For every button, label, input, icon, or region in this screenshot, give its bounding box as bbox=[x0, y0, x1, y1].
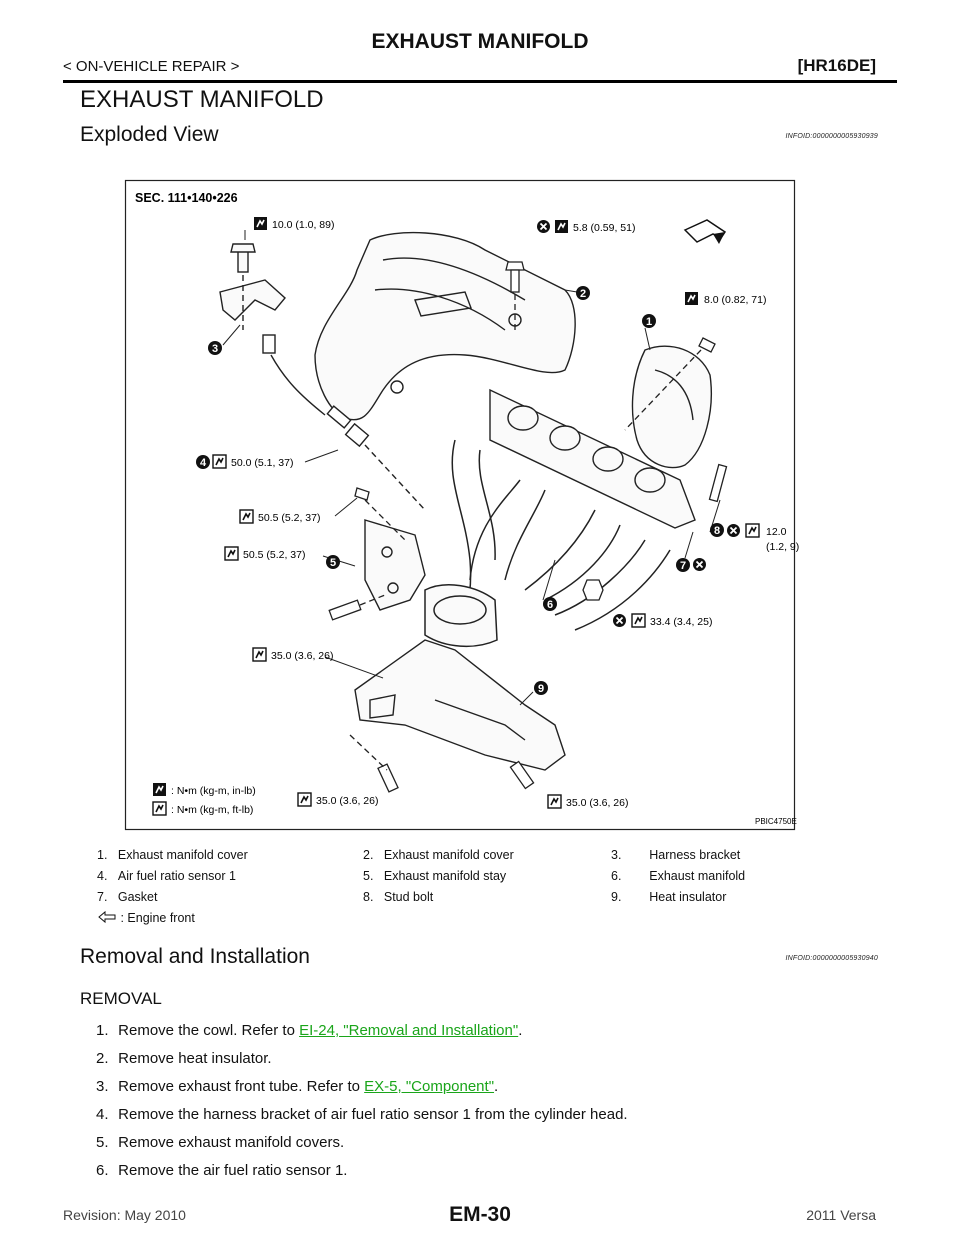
callout-5: 5 bbox=[326, 555, 340, 569]
callout-4: 4 bbox=[196, 455, 210, 469]
svg-text:6: 6 bbox=[547, 599, 553, 611]
torque-t3: 8.0 (0.82, 71) bbox=[684, 291, 766, 306]
gasket bbox=[489, 388, 696, 529]
callout-2: 2 bbox=[576, 286, 590, 300]
exploded-view-figure: SEC. 111•140•226 bbox=[124, 179, 799, 831]
bolt-9b bbox=[509, 760, 535, 790]
torque-t6: 50.5 (5.2, 37) bbox=[224, 546, 305, 561]
legend-item-4: 4. Air fuel ratio sensor 1 bbox=[97, 869, 236, 883]
svg-text:: N•m (kg-m, in-lb): : N•m (kg-m, in-lb) bbox=[171, 785, 256, 797]
torque-t5: 50.5 (5.2, 37) bbox=[239, 509, 320, 524]
torque-t10: 35.0 (3.6, 26) bbox=[297, 792, 378, 807]
svg-text:35.0 (3.6, 26): 35.0 (3.6, 26) bbox=[566, 797, 628, 809]
legend-item-7: 7. Gasket bbox=[97, 890, 158, 904]
torque-t11: 35.0 (3.6, 26) bbox=[547, 794, 628, 809]
removal-installation-heading: Removal and Installation bbox=[80, 945, 310, 968]
harness-bracket bbox=[219, 243, 286, 330]
torque-t1: 10.0 (1.0, 89) bbox=[253, 216, 334, 231]
nut-33 bbox=[582, 579, 604, 601]
step-2: 2. Remove heat insulator. bbox=[96, 1050, 272, 1067]
step-4: 4. Remove the harness bracket of air fue… bbox=[96, 1106, 628, 1123]
step-5: 5. Remove exhaust manifold covers. bbox=[96, 1134, 345, 1151]
legend-item-9: 9. Heat insulator bbox=[611, 890, 727, 904]
legend-item-3: 3. Harness bracket bbox=[611, 848, 741, 862]
bolt-1 bbox=[624, 337, 716, 431]
footer-model: 2011 Versa bbox=[806, 1207, 876, 1223]
svg-text:5.8 (0.59, 51): 5.8 (0.59, 51) bbox=[573, 222, 635, 234]
engine-front-arrow-icon bbox=[98, 910, 116, 924]
figure-sec-label: SEC. 111•140•226 bbox=[135, 191, 238, 205]
air-fuel-ratio-sensor bbox=[262, 334, 426, 511]
callout-8: 8 bbox=[710, 523, 724, 537]
svg-text:8: 8 bbox=[714, 525, 720, 537]
bolt-5b bbox=[328, 594, 386, 621]
svg-text:2: 2 bbox=[580, 288, 586, 300]
callout-9: 9 bbox=[534, 681, 548, 695]
legend-front: : Engine front bbox=[97, 910, 195, 925]
svg-text:50.0 (5.1, 37): 50.0 (5.1, 37) bbox=[231, 457, 293, 469]
svg-text:: N•m (kg-m, ft-lb): : N•m (kg-m, ft-lb) bbox=[171, 804, 253, 816]
exhaust-manifold bbox=[424, 439, 671, 648]
step-1: 1. Remove the cowl. Refer to EI-24, "Rem… bbox=[96, 1022, 523, 1039]
link-ei-24[interactable]: EI-24, "Removal and Installation" bbox=[299, 1022, 519, 1039]
legend-item-6: 6. Exhaust manifold bbox=[611, 869, 746, 883]
torque-t7: 12.0 (1.2, 9) bbox=[726, 523, 799, 553]
svg-text:33.4 (3.4, 25): 33.4 (3.4, 25) bbox=[650, 616, 712, 628]
step-6: 6. Remove the air fuel ratio sensor 1. bbox=[96, 1162, 348, 1179]
step-3: 3. Remove exhaust front tube. Refer to E… bbox=[96, 1078, 499, 1095]
exhaust-manifold-stay bbox=[364, 519, 426, 611]
heat-insulator bbox=[354, 639, 566, 771]
torque-t9: 35.0 (3.6, 26) bbox=[252, 647, 333, 662]
callout-6: 6 bbox=[543, 597, 557, 611]
legend-item-1: 1. Exhaust manifold cover bbox=[97, 848, 248, 862]
bolt-2 bbox=[505, 261, 525, 330]
callout-7: 7 bbox=[676, 558, 690, 572]
torque-t8: 33.4 (3.4, 25) bbox=[612, 613, 712, 628]
svg-text:1: 1 bbox=[646, 316, 652, 328]
removal-subheading: REMOVAL bbox=[80, 989, 162, 1008]
footer-revision: Revision: May 2010 bbox=[63, 1207, 186, 1223]
svg-text:7: 7 bbox=[680, 560, 686, 572]
footer-page-number: EM-30 bbox=[449, 1203, 511, 1226]
noreuse-7 bbox=[692, 557, 707, 572]
svg-text:4: 4 bbox=[200, 457, 207, 469]
torque-t4: 50.0 (5.1, 37) bbox=[212, 454, 293, 469]
svg-text:9: 9 bbox=[538, 683, 544, 695]
header-section: < ON-VEHICLE REPAIR > bbox=[63, 58, 240, 75]
svg-text:8.0 (0.82, 71): 8.0 (0.82, 71) bbox=[704, 294, 766, 306]
bolt-5a bbox=[354, 487, 406, 541]
legend-item-2: 2. Exhaust manifold cover bbox=[363, 848, 514, 862]
svg-text:5: 5 bbox=[330, 557, 336, 569]
callout-3: 3 bbox=[208, 341, 222, 355]
units-ftlb: : N•m (kg-m, ft-lb) bbox=[152, 801, 253, 816]
units-inlb: : N•m (kg-m, in-lb) bbox=[152, 782, 256, 797]
exhaust-manifold-cover-side bbox=[631, 345, 712, 469]
link-ex-5[interactable]: EX-5, "Component" bbox=[364, 1078, 495, 1095]
torque-t2: 5.8 (0.59, 51) bbox=[536, 219, 635, 234]
legend-item-8: 8. Stud bolt bbox=[363, 890, 434, 904]
page-title: EXHAUST MANIFOLD bbox=[80, 86, 324, 113]
header-rule bbox=[63, 80, 897, 83]
svg-text:50.5 (5.2, 37): 50.5 (5.2, 37) bbox=[258, 512, 320, 524]
exploded-view-heading: Exploded View bbox=[80, 123, 219, 146]
svg-text:3: 3 bbox=[212, 343, 218, 355]
svg-text:12.0: 12.0 bbox=[766, 526, 787, 538]
svg-text:50.5 (5.2, 37): 50.5 (5.2, 37) bbox=[243, 549, 305, 561]
svg-text:35.0 (3.6, 26): 35.0 (3.6, 26) bbox=[271, 650, 333, 662]
svg-text:(1.2, 9): (1.2, 9) bbox=[766, 541, 799, 553]
bolt-9a bbox=[349, 734, 399, 793]
legend-item-5: 5. Exhaust manifold stay bbox=[363, 869, 507, 883]
exploded-info-id: INFOID:0000000005930939 bbox=[785, 133, 878, 140]
removal-info-id: INFOID:0000000005930940 bbox=[785, 955, 878, 962]
callout-1: 1 bbox=[642, 314, 656, 328]
engine-front-arrow-icon bbox=[683, 219, 727, 244]
svg-text:10.0 (1.0, 89): 10.0 (1.0, 89) bbox=[272, 219, 334, 231]
svg-text:35.0 (3.6, 26): 35.0 (3.6, 26) bbox=[316, 795, 378, 807]
stud-bolt bbox=[708, 463, 728, 503]
figure-code: PBIC4750E bbox=[755, 817, 797, 826]
header-title: EXHAUST MANIFOLD bbox=[371, 30, 589, 53]
header-engine: [HR16DE] bbox=[797, 56, 876, 75]
